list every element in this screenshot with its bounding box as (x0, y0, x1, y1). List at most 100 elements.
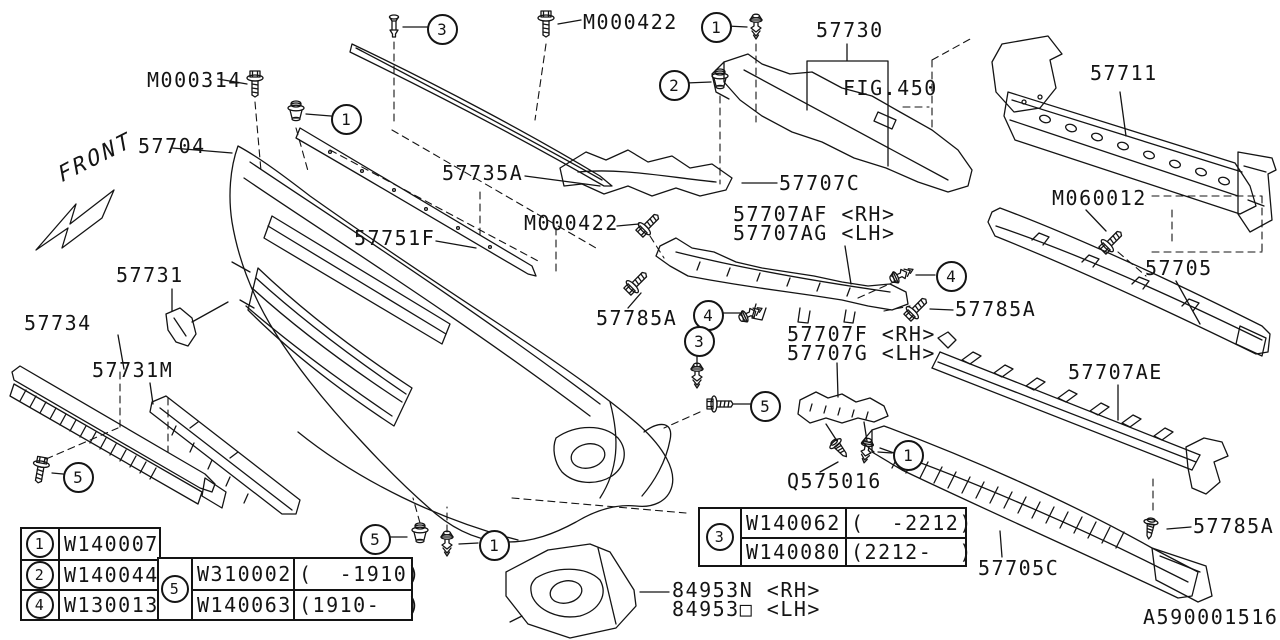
part-label-m000422-top: M000422 (583, 10, 678, 34)
part-label-57731: 57731 (116, 263, 184, 287)
fastener-table-2: 5 W310002 ( -1910) W140063 (1910- ) (157, 557, 419, 621)
callout-circle-5: 5 (749, 390, 781, 422)
part-label-57711: 57711 (1090, 61, 1158, 85)
part-84953-fog-cover (505, 543, 637, 639)
front-arrow-icon (35, 189, 115, 251)
callout-circle-1: 1 (478, 529, 510, 561)
table-cell: W140080 (740, 537, 845, 565)
bolt-icon (706, 395, 734, 413)
part-label-57707f: 57707F <RH> (787, 322, 936, 346)
bolt-icon (621, 266, 653, 298)
part-57730-upper-panel (711, 53, 973, 193)
table-cell: 5 (159, 559, 191, 619)
part-57707ae-retainer (931, 331, 1229, 495)
part-label-57785a-bottom: 57785A (1193, 514, 1275, 538)
part-label-57705: 57705 (1145, 256, 1213, 280)
part-label-57707g: 57707G <LH> (787, 341, 936, 365)
dashed-guide-lines (45, 37, 1263, 533)
part-label-84953-lh: 84953□ <LH> (672, 597, 821, 621)
part-57734-trim-strip (9, 365, 227, 509)
part-label-57785a-left: 57785A (596, 306, 678, 330)
pin-icon (388, 14, 400, 38)
table-cell: W140007 (58, 529, 159, 559)
part-label-57705c: 57705C (978, 556, 1060, 580)
part-label-57730: 57730 (816, 18, 884, 42)
diagram-code: A590001516 (1143, 605, 1279, 629)
callout-circle-4: 4 (935, 260, 967, 292)
part-label-m000314: M000314 (147, 68, 242, 92)
callout-circle: 3 (706, 523, 734, 551)
part-label-57704: 57704 (138, 134, 206, 158)
table-cell: 1 (22, 529, 58, 559)
table-cell: W140063 (191, 589, 293, 619)
clip-icon (887, 263, 917, 286)
table-cell: (2212- ) (845, 537, 971, 565)
callout-circle-1: 1 (700, 11, 732, 43)
callout-circle: 4 (26, 591, 54, 619)
clip-icon (440, 530, 454, 557)
bolt-icon (901, 292, 933, 324)
part-label-57751f: 57751F (354, 226, 436, 250)
part-label-84953n-rh: 84953N <RH> (672, 578, 821, 602)
callout-circle-1: 1 (330, 103, 362, 135)
table-cell: 3 (700, 509, 740, 565)
bolt-icon (633, 208, 665, 240)
callout-circle-1: 1 (892, 439, 924, 471)
table-cell: W140044 (58, 559, 159, 589)
clip-icon (736, 302, 766, 325)
callout-circle-5: 5 (62, 461, 94, 493)
callout-circle-3: 3 (683, 325, 715, 357)
callout-circle: 5 (161, 575, 189, 603)
callout-circle-5: 5 (359, 523, 391, 555)
bolt-icon (29, 455, 52, 485)
part-57707c-bracket (559, 149, 733, 197)
fastener-table-1: 1 W140007 2 W140044 4 W130013 (20, 527, 161, 621)
part-label-57731m: 57731M (92, 358, 174, 382)
table-cell: 4 (22, 589, 58, 619)
part-57731-bracket (165, 301, 229, 347)
screw-icon (1141, 516, 1160, 541)
part-57735a-trim-strip (349, 43, 613, 187)
part-label-57707c: 57707C (779, 171, 861, 195)
leader-lines (51, 19, 1201, 593)
part-57751f-strip (295, 127, 537, 277)
table-cell: W130013 (58, 589, 159, 619)
grommet-icon (411, 522, 429, 544)
clip-icon (749, 13, 763, 40)
part-label-m000422-mid: M000422 (524, 211, 619, 235)
table-cell: 2 (22, 559, 58, 589)
table-cell: ( -2212) (845, 509, 971, 537)
part-57707f-bracket (797, 391, 889, 424)
callout-circle: 1 (26, 530, 54, 558)
part-label-fig450: FIG.450 (843, 76, 938, 100)
bolt-icon (537, 10, 555, 38)
callout-circle: 2 (26, 561, 54, 589)
part-label-57707af: 57707AF <RH> (733, 202, 896, 226)
part-label-q575016: Q575016 (787, 469, 882, 493)
bolt-icon (1096, 225, 1128, 257)
part-57707af-bracket (655, 237, 909, 324)
part-label-57735a: 57735A (442, 161, 524, 185)
part-label-57707ag: 57707AG <LH> (733, 221, 896, 245)
callout-circle-2: 2 (658, 69, 690, 101)
table-cell: W310002 (191, 559, 293, 589)
table-cell: W140062 (740, 509, 845, 537)
part-57704-bumper-face (229, 145, 674, 543)
table-cell: ( -1910) (293, 559, 419, 589)
fastener-table-3: 3 W140062 ( -2212) W140080 (2212- ) (698, 507, 971, 567)
part-57731m-lower-grille (149, 395, 301, 515)
bolt-icon (246, 70, 264, 98)
part-label-m060012: M060012 (1052, 186, 1147, 210)
part-label-57707ae: 57707AE (1068, 360, 1163, 384)
callout-circle-3: 3 (426, 13, 458, 45)
part-57711-bumper-beam (991, 35, 1277, 233)
table-cell: (1910- ) (293, 589, 419, 619)
grommet-icon (287, 100, 305, 122)
part-label-57785a-right: 57785A (955, 297, 1037, 321)
clip-icon (690, 362, 704, 389)
part-57705-absorber (987, 207, 1271, 357)
part-label-57734: 57734 (24, 311, 92, 335)
part-57705c-lower-absorber (861, 425, 1213, 603)
